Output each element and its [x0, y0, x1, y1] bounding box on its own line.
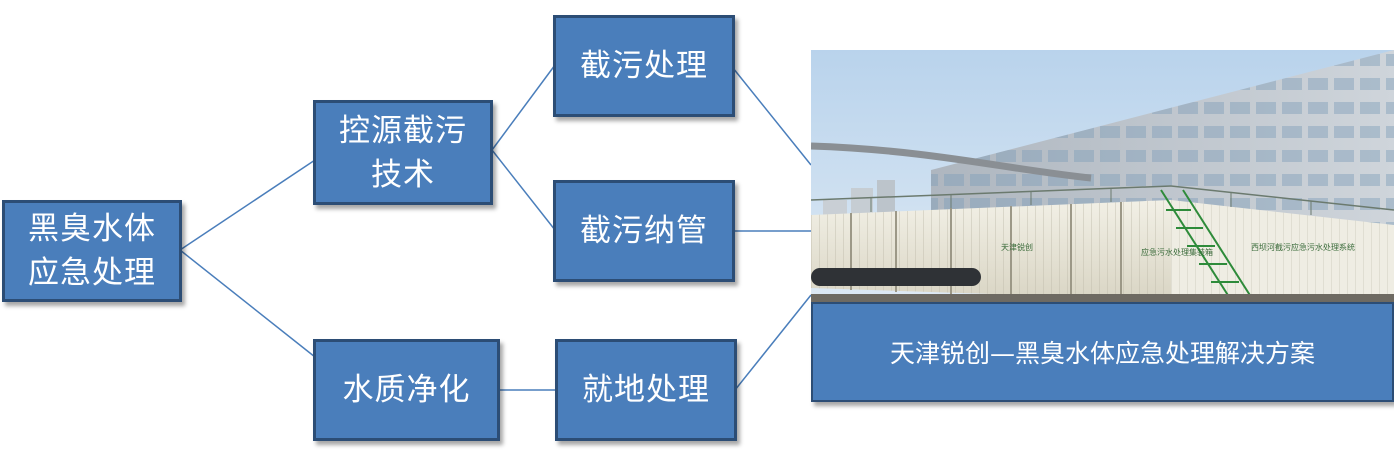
node-water-purification-label: 水质净化 — [342, 372, 471, 408]
node-sewer-connection-label: 截污纳管 — [580, 213, 708, 249]
container-brand-sign-text: 天津锐创 — [1001, 242, 1033, 252]
node-water-purification: 水质净化 — [313, 339, 500, 441]
node-source-control-line2: 技术 — [371, 156, 435, 193]
connector-source-control-to-sewer-connection — [491, 149, 556, 231]
node-interception-treatment-label: 截污处理 — [580, 48, 708, 84]
container-wall-sign-text: 西坝河截污应急污水处理系统 — [1251, 242, 1355, 252]
connector-root-to-water-purification — [179, 249, 316, 358]
treatment-plant-photo: 应急污水处理集装箱 西坝河截污应急污水处理系统 天津锐创 — [811, 50, 1394, 302]
connector-onsite-to-photo — [734, 294, 812, 391]
node-interception-sewer-connection: 截污纳管 — [553, 180, 735, 282]
root-node-line1: 黑臭水体 — [28, 211, 156, 247]
connector-source-control-to-interception — [491, 64, 556, 151]
connector-interception-to-photo — [732, 67, 812, 166]
node-interception-treatment: 截污处理 — [553, 15, 735, 117]
root-node-black-odorous-water-emergency: 黑臭水体 应急处理 — [2, 200, 182, 302]
container-sign-text: 应急污水处理集装箱 — [1141, 247, 1213, 257]
node-source-control-technology: 控源截污 技术 — [313, 100, 493, 205]
root-node-line2: 应急处理 — [28, 255, 156, 291]
solution-caption: 天津锐创—黑臭水体应急处理解决方案 — [811, 302, 1394, 402]
connector-root-to-source-control — [179, 159, 316, 251]
solution-caption-text: 天津锐创—黑臭水体应急处理解决方案 — [889, 339, 1315, 368]
node-onsite-treatment-label: 就地处理 — [582, 372, 710, 408]
node-source-control-line1: 控源截污 — [339, 112, 467, 149]
node-onsite-treatment: 就地处理 — [555, 339, 737, 441]
